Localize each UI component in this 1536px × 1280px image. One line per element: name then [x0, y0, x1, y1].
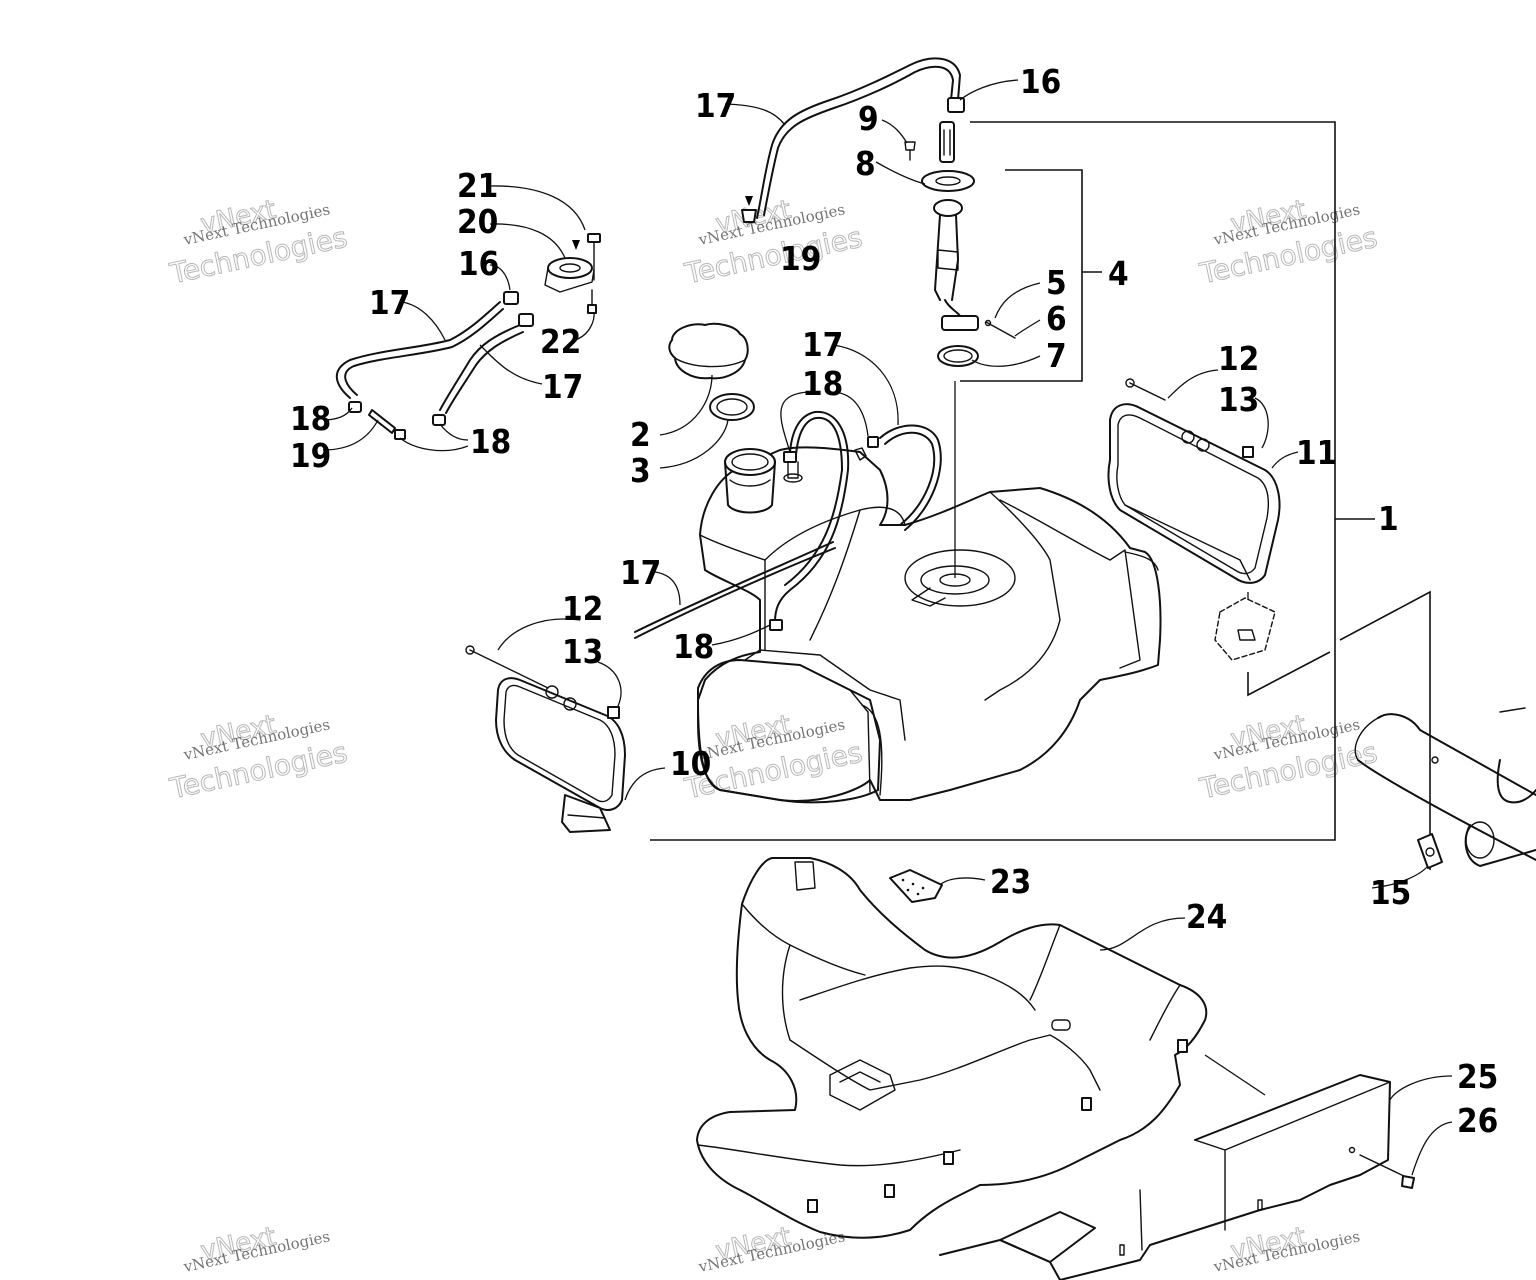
vent-valve-hoses-left	[335, 301, 524, 414]
callout-15: 15	[1370, 873, 1411, 912]
callout-18-left-a: 18	[290, 399, 331, 438]
clip-15	[1417, 833, 1443, 869]
skid-plate-25	[939, 1074, 1391, 1280]
callout-18-lower: 18	[673, 627, 714, 666]
fuel-hose-top	[756, 57, 965, 219]
callout-24: 24	[1186, 897, 1227, 936]
watermark-top-left: vNext vNext Technologies Technologies	[166, 194, 351, 291]
callout-4: 4	[1108, 254, 1129, 293]
clamps	[348, 209, 879, 631]
watermark-group: vNext vNext Technologies Technologies vN…	[166, 194, 1381, 1276]
splash-panel-24	[696, 857, 1266, 1239]
fuel-pump-assembly	[921, 121, 979, 331]
callout-11: 11	[1296, 433, 1337, 472]
watermark-bottom-mid: vNext vNext Technologies	[696, 1221, 846, 1276]
callout-22: 22	[540, 322, 581, 361]
watermark-top-right: vNext vNext Technologies Technologies	[1196, 194, 1381, 291]
callout-25: 25	[1457, 1057, 1498, 1096]
callout-18-left-b: 18	[470, 422, 511, 461]
callout-17-left-b: 17	[542, 367, 583, 406]
callout-3: 3	[630, 451, 651, 490]
fuel-tank	[697, 446, 1162, 804]
pin-5-6	[984, 319, 1016, 339]
callout-17-lower: 17	[620, 553, 661, 592]
callout-19-left: 19	[290, 436, 331, 475]
callout-8: 8	[855, 144, 876, 183]
watermark-top-mid: vNext vNext Technologies Technologies	[681, 194, 866, 291]
pump-seal-7	[937, 345, 979, 367]
callout-17-top: 17	[695, 86, 736, 125]
leader-lines	[322, 79, 1453, 1176]
callout-19-top: 19	[780, 239, 821, 278]
callout-5: 5	[1046, 263, 1067, 302]
fuel-cap	[668, 322, 749, 380]
watermark-bottom-left: vNext vNext Technologies	[181, 1221, 331, 1276]
assembly-bracket-1	[650, 121, 1375, 841]
cap-gasket	[709, 393, 755, 421]
callout-23: 23	[990, 862, 1031, 901]
markers	[572, 196, 753, 250]
vent-valve-20	[544, 233, 601, 314]
callout-10: 10	[670, 744, 711, 783]
assembly-bracket-4	[960, 169, 1102, 382]
watermark-bottom-right: vNext vNext Technologies	[1211, 1221, 1361, 1276]
vent-hose-middle	[634, 410, 942, 639]
callout-16-left: 16	[458, 244, 499, 283]
callout-26: 26	[1457, 1101, 1498, 1140]
callout-17-mid: 17	[802, 325, 843, 364]
callouts: 1 2 3 4 5 6 7 8 9 10 11 12 12 13 13 15 1…	[290, 62, 1498, 1140]
callout-13-left: 13	[562, 632, 603, 671]
frame-section	[1247, 590, 1536, 870]
callout-1: 1	[1378, 499, 1399, 538]
tank-strap-10	[465, 645, 626, 833]
screw-9	[904, 141, 916, 161]
callout-12-right: 12	[1218, 339, 1259, 378]
tank-strap-11	[1107, 378, 1281, 584]
pad	[1214, 592, 1276, 661]
callout-16-top: 16	[1020, 62, 1061, 101]
callout-2: 2	[630, 415, 651, 454]
callout-21: 21	[457, 166, 498, 205]
callout-9: 9	[858, 99, 879, 138]
watermark-mid-left: vNext vNext Technologies Technologies	[166, 709, 351, 806]
callout-17-left-a: 17	[369, 283, 410, 322]
plate-23	[889, 869, 943, 903]
callout-7: 7	[1046, 336, 1067, 375]
callout-12-left: 12	[562, 589, 603, 628]
bolt-26	[1359, 1154, 1415, 1189]
callout-6: 6	[1046, 299, 1067, 338]
callout-18-mid: 18	[802, 364, 843, 403]
callout-13-right: 13	[1218, 380, 1259, 419]
callout-20: 20	[457, 202, 498, 241]
watermark-mid-right: vNext vNext Technologies Technologies	[1196, 709, 1381, 806]
